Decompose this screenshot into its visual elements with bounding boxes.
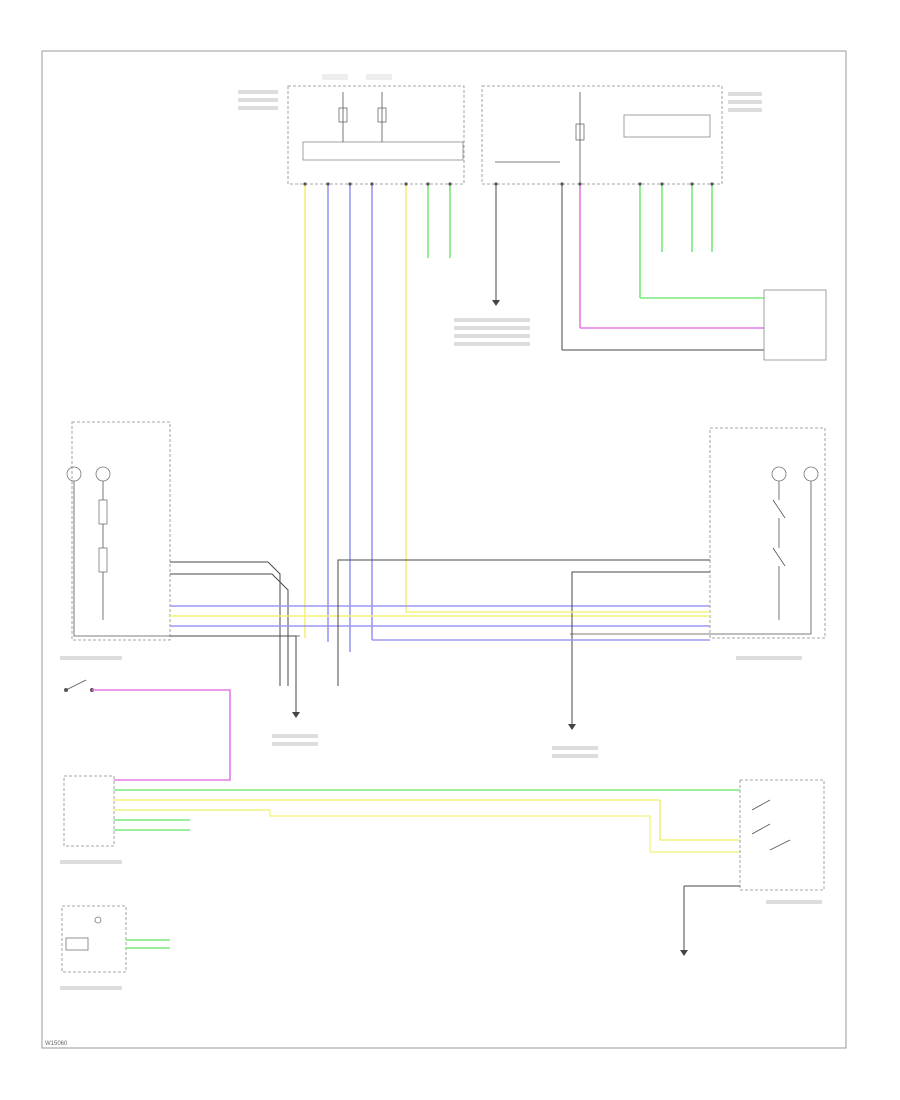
right-headlamp-unit [570, 427, 826, 639]
illegible-label-placeholders [60, 90, 822, 990]
relay-sub-module [623, 114, 711, 138]
middle-harness-wiring [170, 559, 710, 724]
top-wiring [304, 184, 764, 652]
body-control-module [63, 775, 740, 853]
headlamp-control-module [302, 141, 464, 161]
lamp-bulb-right-1 [771, 466, 787, 482]
lamp-bulb-left-2 [95, 466, 111, 482]
lamp-bulb-left-1 [66, 466, 82, 482]
fuse-element-1 [338, 107, 348, 123]
top-connector-pins [303, 182, 714, 186]
figure-code: W15060 [45, 1041, 68, 1047]
combination-meter [61, 905, 170, 973]
ground-symbol-left [292, 712, 300, 718]
ground-symbol [492, 300, 500, 306]
right-relay-box [481, 85, 723, 185]
light-switch-unit [680, 779, 825, 956]
passing-switch [64, 679, 231, 781]
left-fuse-relay-box [287, 74, 465, 185]
headlamp-sensor-box [763, 289, 827, 361]
fuse-element-2 [377, 107, 387, 123]
ground-symbol-right [568, 724, 576, 730]
fuse-element-3 [575, 123, 585, 141]
lamp-bulb-indicator [94, 916, 102, 924]
lamp-bulb-right-2 [803, 466, 819, 482]
switch-contact [65, 679, 87, 691]
diagram-frame [41, 50, 847, 1049]
left-headlamp-unit [66, 421, 300, 641]
